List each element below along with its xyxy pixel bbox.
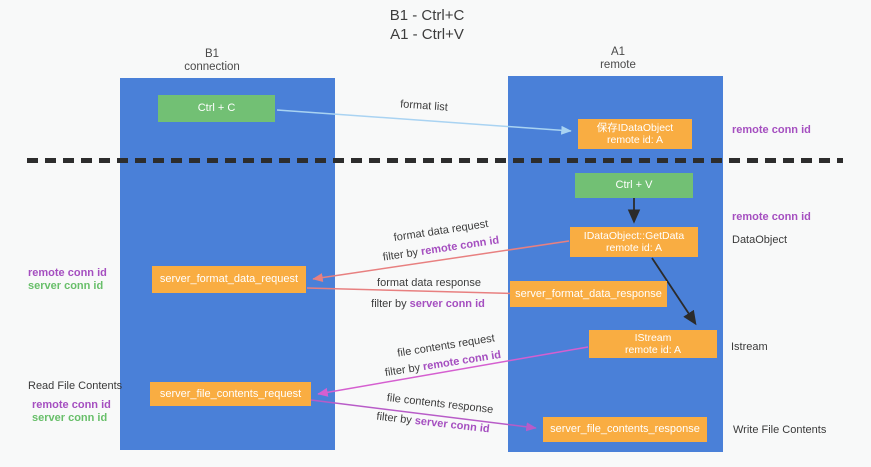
node-ctrl-c: Ctrl + C [158,95,275,122]
filter-prefix: filter by [384,361,422,380]
column-header-a1: A1 remote [600,46,636,72]
label-format-data-response: format data response [377,277,481,289]
node-istream-line1: IStream [634,331,672,344]
node-server-file-contents-request: server_file_contents_request [150,382,311,406]
filter-prefix: filter by [382,246,419,264]
node-istream-line2: remote id: A [624,344,682,356]
diagram-title: B1 - Ctrl+C A1 - Ctrl+V [390,6,465,44]
node-istream: IStream remote id: A [589,330,717,358]
label-istream: Istream [731,341,768,353]
label-right-remote-conn-id-mid: remote conn id [732,211,811,223]
title-line-2: A1 - Ctrl+V [390,26,464,43]
node-server-file-contents-response: server_file_contents_response [543,417,707,442]
filter-prefix: filter by [375,410,413,427]
filter-prefix: filter by [371,298,407,310]
node-server-format-data-response: server_format_data_response [510,281,667,307]
node-server-format-data-request: server_format_data_request [152,266,306,293]
column-a1-name: A1 [610,46,626,58]
column-b1-sub: connection [184,61,240,73]
node-idataobject-getdata: IDataObject::GetData remote id: A [570,227,698,257]
node-save-idataobject-line2: remote id: A [606,134,664,146]
filter-key-server-conn-id: server conn id [409,298,485,310]
label-read-file-contents: Read File Contents [28,380,123,392]
node-save-idataobject-line1: 保存IDataObject [596,121,674,134]
label-left-server-conn-id-format: server conn id [28,280,104,292]
filter-key-server-conn-id: server conn id [414,414,491,436]
label-file-contents-response: file contents response [386,391,494,417]
label-write-file-contents: Write File Contents [733,424,827,436]
title-line-1: B1 - Ctrl+C [389,7,465,24]
label-file-response-filter: filter by server conn id [376,411,490,436]
node-getdata-line1: IDataObject::GetData [583,229,685,242]
node-ctrl-v: Ctrl + V [575,173,693,198]
column-a1-sub: remote [600,59,636,71]
column-header-b1: B1 connection [184,48,240,74]
label-dataobject: DataObject [732,234,788,246]
label-left-server-conn-id-file: server conn id [32,412,108,424]
label-format-response-filter: filter by server conn id [371,298,485,310]
label-right-remote-conn-id-top: remote conn id [732,124,811,136]
label-left-remote-conn-id-file: remote conn id [32,399,111,411]
column-b1-name: B1 [204,48,220,60]
node-getdata-line2: remote id: A [605,242,663,254]
label-left-remote-conn-id-format: remote conn id [28,267,107,279]
session-divider [27,158,843,163]
node-save-idataobject: 保存IDataObject remote id: A [578,119,692,149]
label-format-list: format list [399,98,449,114]
